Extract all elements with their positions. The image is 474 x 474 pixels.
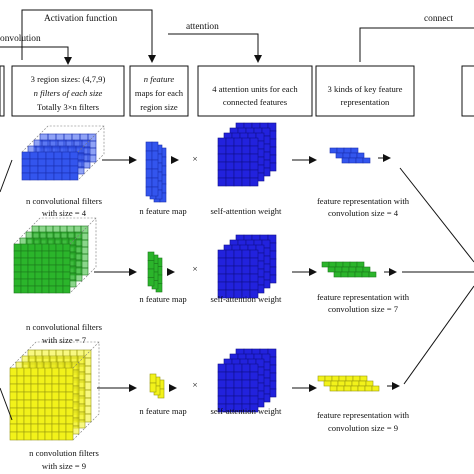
right-merge-line-bottom — [403, 285, 474, 385]
row2-rep-bar-2 — [329, 385, 380, 392]
row2-fmap-0 — [149, 373, 157, 393]
feature-maps-line1: n feature — [144, 74, 175, 84]
row4-rep-label2: convolution size = 4 — [328, 208, 399, 218]
right-merge-line-top — [399, 167, 474, 263]
row9-times: × — [192, 381, 197, 391]
row7-rep-label1: feature representation with — [317, 292, 410, 302]
row2-rep-bar-1 — [323, 380, 374, 387]
row-size-7 — [13, 217, 397, 299]
row9-filters-label1: n convolution filters — [29, 448, 99, 458]
row9-rep-label1: feature representation with — [317, 410, 410, 420]
row-labels: n convolutional filters with size = 4 n … — [26, 155, 410, 471]
row0-rep-bar-0 — [329, 147, 359, 154]
filters-each-size-text: n filters of each size — [34, 88, 103, 98]
row-size-9 — [9, 341, 400, 441]
row0-filter-layer-0 — [21, 151, 79, 181]
row0-rep-bar-2 — [341, 157, 371, 164]
feature-maps-line2: maps for each — [135, 88, 184, 98]
feature-maps-line3: region size — [140, 102, 178, 112]
row0-rep-bar-1 — [335, 152, 365, 159]
box-attention-units: 4 attention units for each connected fea… — [197, 65, 313, 117]
row1-fmap-0 — [147, 251, 155, 287]
row7-filters-label1: n convolutional filters — [26, 322, 103, 332]
row0-fmap-0 — [145, 141, 159, 197]
top-connectors — [0, 9, 474, 65]
attention-connector — [168, 33, 262, 63]
row7-times: × — [192, 265, 197, 275]
row4-times: × — [192, 155, 197, 165]
row9-filters-label2: with size = 9 — [42, 461, 86, 471]
convolution-label: onvolution — [0, 34, 41, 44]
row9-weight-label: self-attention weight — [211, 406, 282, 416]
connect-connector — [359, 27, 474, 62]
row1-rep-bar-1 — [327, 266, 371, 273]
row7-filters-label2: with size = 7 — [42, 335, 87, 345]
left-input-line-top — [0, 159, 13, 193]
row1-attention-layer-0 — [217, 249, 259, 299]
convolution-connector — [0, 46, 72, 65]
activation-connector — [21, 9, 156, 63]
row4-fmap-label: n feature map — [139, 206, 186, 216]
attention-label: attention — [186, 22, 219, 32]
row2-filter-volume — [9, 341, 100, 441]
row9-fmap-label: n feature map — [139, 406, 186, 416]
left-input-line-bottom — [0, 387, 13, 421]
row4-filters-label2: with size = 4 — [42, 208, 87, 218]
row7-weight-label: self-attention weight — [211, 294, 282, 304]
row2-attention-layer-0 — [217, 363, 259, 413]
box-key-features: 3 kinds of key feature representation — [315, 65, 415, 117]
box-region-sizes: 3 region sizes: (4,7,9) n filters of eac… — [11, 65, 125, 117]
row7-fmap-label: n feature map — [139, 294, 186, 304]
row0-filter-volume — [21, 125, 105, 181]
region-sizes-text: 3 region sizes: (4,7,9) — [31, 74, 106, 84]
row1-filter-volume — [13, 217, 97, 294]
attention-units-line2: connected features — [223, 97, 288, 107]
row9-rep-label2: convolution size = 9 — [328, 423, 398, 433]
row2-rep-bar-0 — [317, 375, 368, 382]
key-features-line2: representation — [341, 97, 390, 107]
attention-units-line1: 4 attention units for each — [212, 84, 298, 94]
row4-weight-label: self-attention weight — [211, 206, 282, 216]
row-size-4 — [21, 122, 391, 203]
box-feature-maps: n feature maps for each region size — [129, 65, 189, 117]
row1-filter-layer-0 — [13, 243, 71, 294]
row1-rep-bar-0 — [321, 261, 365, 268]
connect-label: connect — [424, 14, 454, 24]
right-edge-box — [461, 65, 474, 117]
total-filters-text: Totally 3×n filters — [37, 102, 100, 112]
left-edge-box — [0, 65, 5, 117]
key-features-line1: 3 kinds of key feature — [328, 84, 403, 94]
row1-rep-bar-2 — [333, 271, 377, 278]
row4-rep-label1: feature representation with — [317, 196, 410, 206]
row2-filter-layer-0 — [9, 367, 74, 441]
row7-rep-label2: convolution size = 7 — [328, 304, 399, 314]
row0-attention-layer-0 — [217, 137, 259, 187]
row1-fmap-2 — [155, 257, 163, 293]
row4-filters-label1: n convolutional filters — [26, 196, 103, 206]
activation-function-label: Activation function — [44, 13, 117, 24]
